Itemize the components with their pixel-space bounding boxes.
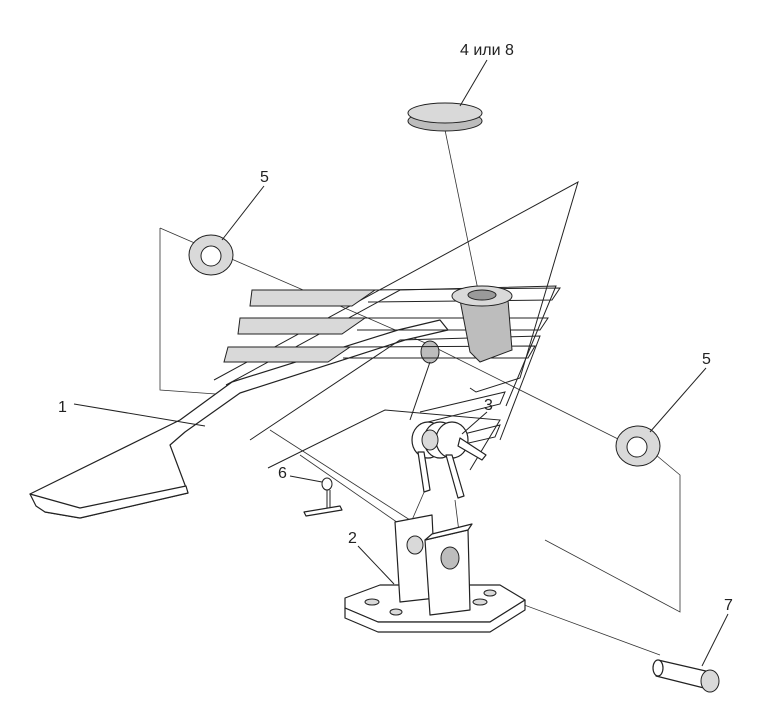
callout-part-1: 1 — [58, 399, 67, 416]
callout-leader-lines — [73, 59, 729, 667]
cap-part-4-or-8 — [407, 102, 483, 132]
bracket-part-2 — [344, 514, 526, 633]
callout-part-3: 3 — [484, 397, 493, 414]
mounting-plate-outline — [213, 180, 579, 471]
washer-right-part-5 — [615, 425, 661, 467]
callout-part-4-or-8: 4 или 8 — [460, 42, 514, 59]
torsion-spring-part-3 — [411, 421, 487, 499]
callout-part-5-right: 5 — [702, 351, 711, 368]
callout-part-5-left: 5 — [260, 169, 269, 186]
cotter-pin-part-6 — [303, 477, 343, 517]
pin-part-7 — [652, 659, 720, 693]
callout-part-2: 2 — [348, 530, 357, 547]
callout-labels: 4 или 8 5 5 1 3 6 2 7 — [58, 42, 733, 614]
washer-left-part-5 — [188, 234, 234, 276]
pedal-bushing — [451, 285, 513, 363]
callout-part-7: 7 — [724, 597, 733, 614]
callout-part-6: 6 — [278, 465, 287, 482]
